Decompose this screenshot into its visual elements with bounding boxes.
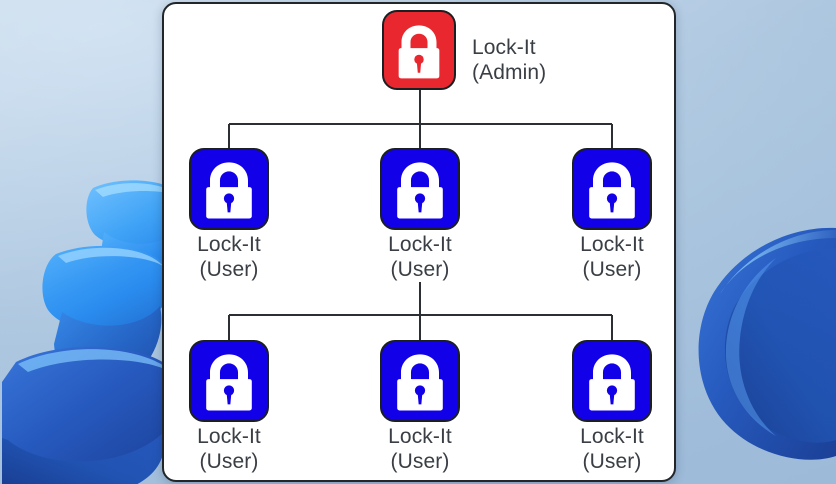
node-user-5-label: Lock-It (User) [388,424,452,474]
node-user-4-label-line2: (User) [199,450,259,473]
node-user-1-label-line2: (User) [199,258,259,281]
node-user-2-label-line1: Lock-It [388,233,452,256]
node-user-6-label-line2: (User) [582,450,642,473]
lock-icon [589,162,635,219]
node-admin-label-line1: Lock-It [472,36,536,59]
lock-icon [397,162,443,219]
diagram-card: Lock-It (Admin) Lock-It (User) [162,2,676,482]
node-user-5-label-line2: (User) [390,450,450,473]
lock-icon [206,354,252,411]
hierarchy-connectors [228,90,613,342]
node-user-3-label-line2: (User) [582,258,642,281]
lock-icon [397,354,443,411]
lock-icon-user-4[interactable] [189,340,269,422]
node-user-4-label-line1: Lock-It [197,425,261,448]
lock-icon [206,162,252,219]
lock-icon-admin[interactable] [382,10,456,90]
lock-icon-user-6[interactable] [572,340,652,422]
lock-icon-user-3[interactable] [572,148,652,230]
node-admin-label: Lock-It (Admin) [472,35,546,85]
node-user-6-label: Lock-It (User) [580,424,644,474]
node-user-3-label: Lock-It (User) [580,232,644,282]
lock-icon-user-5[interactable] [380,340,460,422]
node-user-2-label-line2: (User) [390,258,450,281]
lock-icon-user-1[interactable] [189,148,269,230]
node-user-6-label-line1: Lock-It [580,425,644,448]
node-admin-label-line2: (Admin) [472,61,547,84]
lock-icon [398,25,440,79]
node-user-2-label: Lock-It (User) [388,232,452,282]
node-user-3-label-line1: Lock-It [580,233,644,256]
node-user-1-label: Lock-It (User) [197,232,261,282]
node-user-4-label: Lock-It (User) [197,424,261,474]
lock-icon-user-2[interactable] [380,148,460,230]
node-user-5-label-line1: Lock-It [388,425,452,448]
node-user-1-label-line1: Lock-It [197,233,261,256]
lock-icon [589,354,635,411]
